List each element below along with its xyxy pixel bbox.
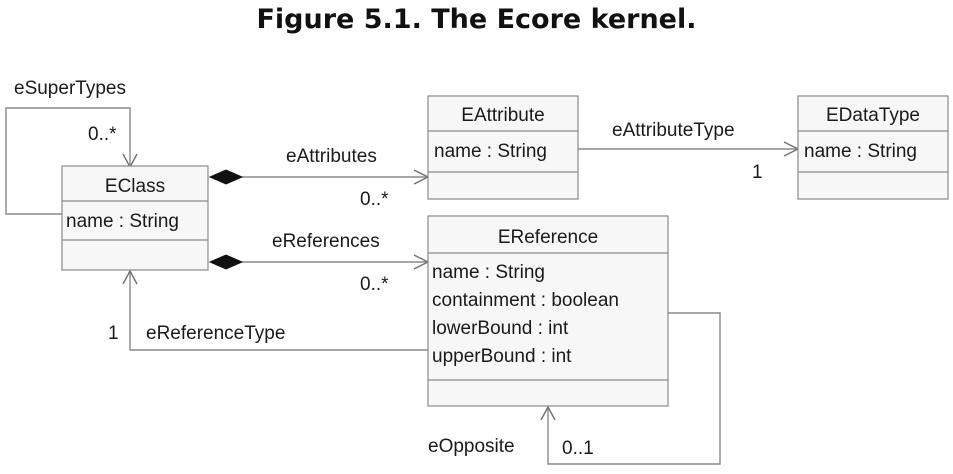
edge-eattributetype — [578, 141, 800, 157]
class-name-edatatype: EDataType — [826, 105, 920, 126]
mult-eattributes: 0..* — [360, 189, 389, 210]
class-attr-edatatype-name: name : String — [804, 141, 917, 162]
edge-eattributes — [208, 169, 430, 185]
edge-eopposite — [540, 312, 721, 465]
mult-eattributetype: 1 — [752, 162, 763, 183]
class-eattribute: EAttribute name : String — [427, 95, 579, 200]
mult-esupertypes: 0..* — [88, 124, 117, 145]
edge-ereferences — [208, 254, 430, 270]
class-attr-ereference-name: name : String — [432, 262, 545, 283]
class-name-eattribute: EAttribute — [461, 105, 544, 126]
mult-ereferencetype: 1 — [108, 323, 119, 344]
label-ereferencetype: eReferenceType — [146, 323, 285, 344]
label-eattributetype: eAttributeType — [612, 120, 735, 141]
label-ereferences: eReferences — [272, 231, 380, 252]
class-name-ereference: EReference — [498, 227, 598, 248]
edge-ereferencetype — [122, 269, 428, 351]
class-attr-ereference-lowerbound: lowerBound : int — [432, 318, 569, 339]
class-attr-ereference-upperbound: upperBound : int — [432, 346, 572, 367]
class-attr-eattribute-name: name : String — [434, 141, 547, 162]
mult-eopposite: 0..1 — [562, 438, 594, 459]
class-ereference: EReference name : String containment : b… — [427, 215, 669, 407]
label-eattributes: eAttributes — [286, 146, 377, 167]
class-attr-eclass-name: name : String — [66, 211, 179, 232]
class-name-eclass: EClass — [105, 176, 165, 197]
class-eclass: EClass name : String — [61, 165, 209, 271]
figure-title: Figure 5.1. The Ecore kernel. — [256, 4, 697, 35]
class-attr-ereference-containment: containment : boolean — [432, 290, 619, 311]
mult-ereferences: 0..* — [360, 274, 389, 295]
label-eopposite: eOpposite — [428, 436, 515, 457]
label-esupertypes: eSuperTypes — [14, 78, 126, 99]
class-edatatype: EDataType name : String — [797, 95, 949, 200]
